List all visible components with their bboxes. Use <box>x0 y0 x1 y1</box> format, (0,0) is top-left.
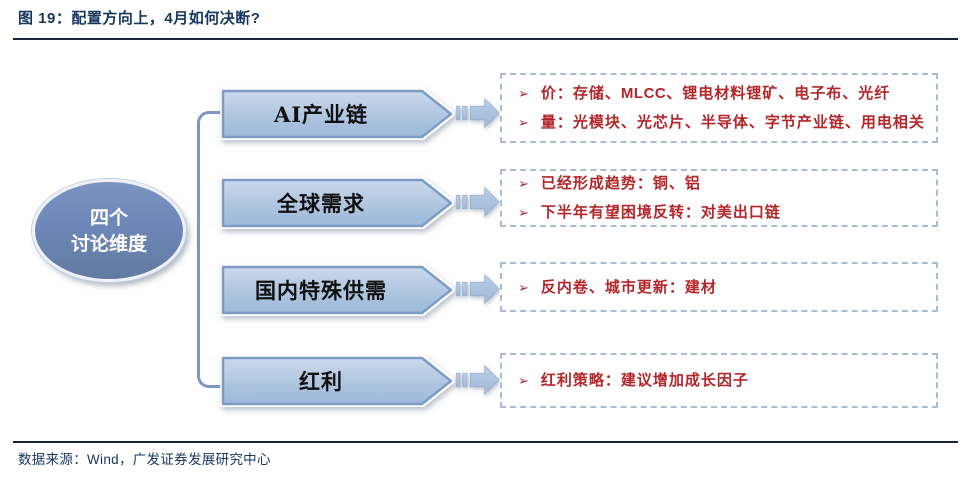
hub-line1: 四个 <box>89 206 128 229</box>
bullet-text: 下半年有望困境反转：对美出口链 <box>540 203 781 221</box>
bullet-text: 已经形成趋势：铜、铝 <box>540 174 701 192</box>
dimension-label-global: 全球需求 <box>277 191 365 216</box>
detail-box-dividend: ➢ 红利策略：建议增加成长因子 <box>500 353 938 408</box>
bracket-connector <box>197 111 223 388</box>
detail-box-domestic: ➢ 反内卷、城市更新：建材 <box>500 262 938 312</box>
striped-right-arrow-icon <box>456 364 500 396</box>
striped-right-arrow-icon <box>456 97 500 129</box>
top-divider <box>13 38 958 40</box>
data-source: 数据来源：Wind，广发证券发展研究中心 <box>18 452 271 467</box>
figure-title: 图 19：配置方向上，4月如何决断? <box>18 10 261 27</box>
detail-box-ai: ➢ 价：存储、MLCC、锂电材料锂矿、电子布、光纤 ➢ 量：光模块、光芯片、半导… <box>500 73 938 143</box>
list-item: ➢ 下半年有望困境反转：对美出口链 <box>518 200 926 225</box>
triangle-bullet-icon: ➢ <box>518 86 529 101</box>
list-item: ➢ 量：光模块、光芯片、半导体、字节产业链、用电相关 <box>518 110 926 135</box>
triangle-bullet-icon: ➢ <box>518 115 529 130</box>
detail-box-global: ➢ 已经形成趋势：铜、铝 ➢ 下半年有望困境反转：对美出口链 <box>500 169 938 227</box>
bottom-divider <box>13 441 958 443</box>
bullet-text: 价：存储、MLCC、锂电材料锂矿、电子布、光纤 <box>540 84 891 102</box>
bullet-text: 反内卷、城市更新：建材 <box>540 277 717 296</box>
triangle-bullet-icon: ➢ <box>518 373 529 388</box>
triangle-bullet-icon: ➢ <box>518 176 529 191</box>
pentagon-shape-global <box>220 177 455 229</box>
bullet-text: 红利策略：建议增加成长因子 <box>540 371 749 389</box>
triangle-bullet-icon: ➢ <box>518 279 529 295</box>
striped-right-arrow-icon <box>456 186 500 218</box>
dimension-label-dividend: 红利 <box>299 369 343 394</box>
pentagon-shape-dividend <box>220 355 455 407</box>
triangle-bullet-icon: ➢ <box>518 205 529 220</box>
list-item: ➢ 红利策略：建议增加成长因子 <box>518 368 926 393</box>
list-item: ➢ 反内卷、城市更新：建材 <box>518 275 926 300</box>
bullet-text: 量：光模块、光芯片、半导体、字节产业链、用电相关 <box>540 113 925 131</box>
striped-right-arrow-icon <box>456 273 500 305</box>
hub-ellipse: 四个 讨论维度 <box>32 179 186 282</box>
hub-line2: 讨论维度 <box>70 232 147 255</box>
list-item: ➢ 价：存储、MLCC、锂电材料锂矿、电子布、光纤 <box>518 81 926 106</box>
dimension-label-ai: AI产业链 <box>273 102 369 127</box>
list-item: ➢ 已经形成趋势：铜、铝 <box>518 171 926 196</box>
dimension-label-domestic: 国内特殊供需 <box>255 278 387 303</box>
pentagon-shape-domestic <box>220 264 455 316</box>
pentagon-shape-ai <box>220 88 455 140</box>
